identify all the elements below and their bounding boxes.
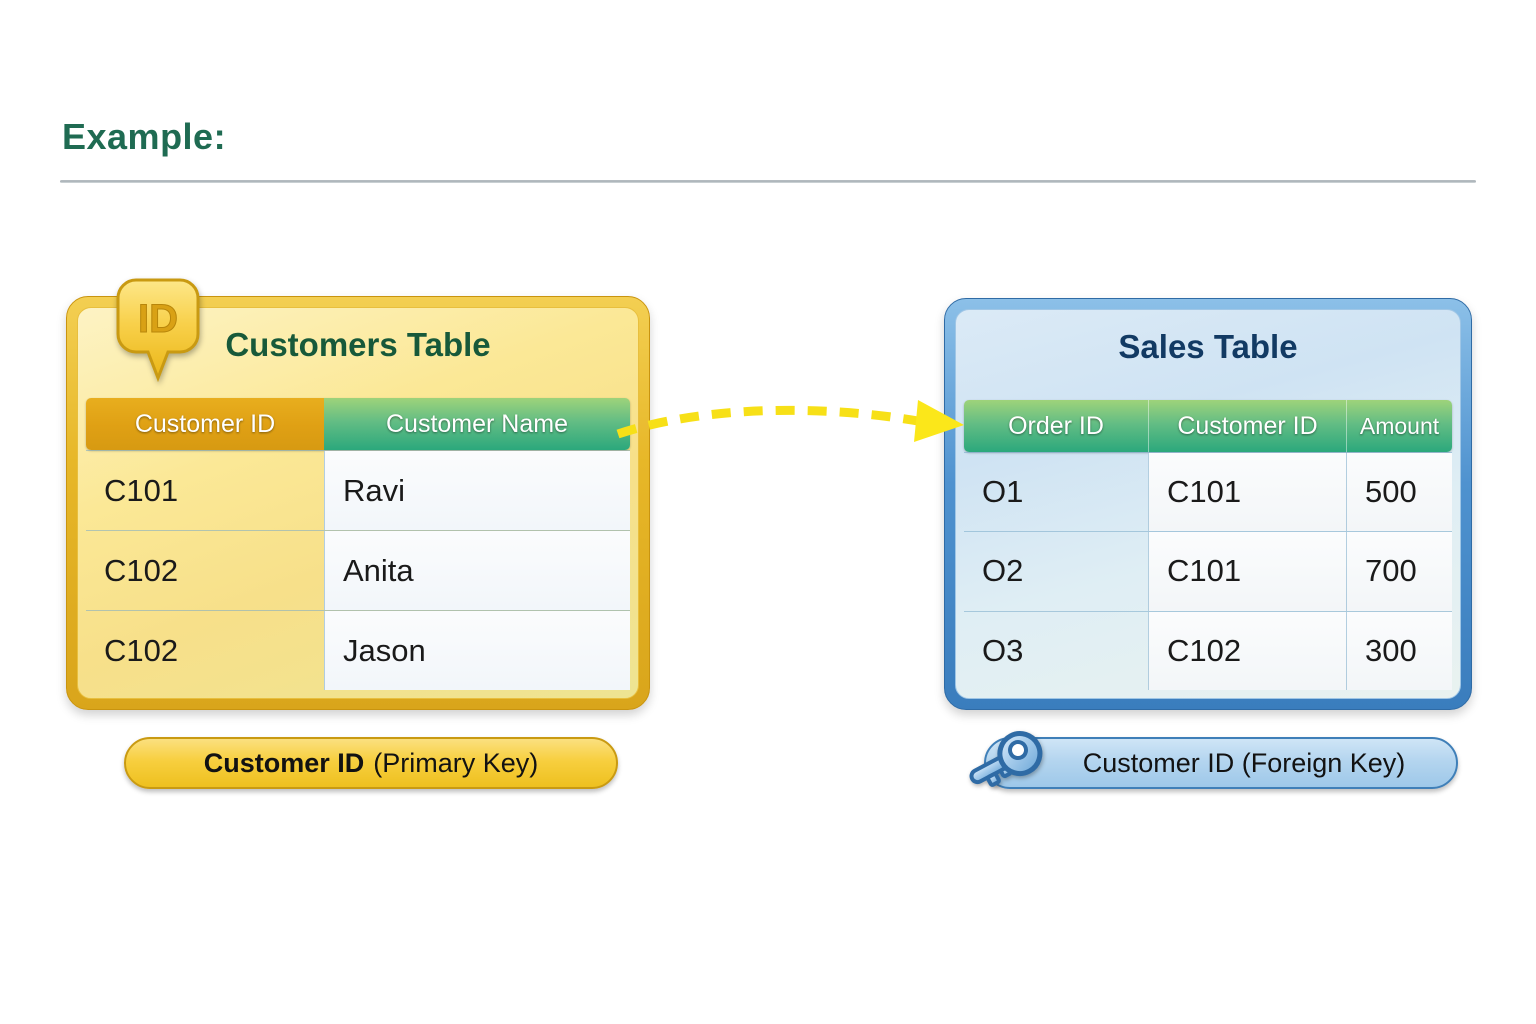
customers-card-inner: Customers Table Customer ID Customer Nam… [77, 307, 639, 699]
foreign-key-label: Customer ID (Foreign Key) [1082, 747, 1406, 778]
sales-card-inner: Sales Table Order ID Customer ID Amount … [955, 309, 1461, 699]
key-icon [969, 731, 1043, 787]
sales-table-title: Sales Table [1118, 328, 1298, 365]
cell-customer-id: C101 [104, 472, 179, 508]
sales-table-grid: Order ID Customer ID Amount O1 C101 500 … [964, 400, 1452, 690]
cell-customer-id: C101 [1148, 532, 1346, 611]
sales-header-row: Order ID Customer ID Amount [964, 400, 1452, 452]
dashed-arrow-icon [616, 400, 964, 442]
cell-amount: 300 [1346, 611, 1452, 690]
primary-key-note: (Primary Key) [373, 747, 539, 778]
customers-header-customer-name: Customer Name [324, 398, 630, 450]
svg-text:ID: ID [138, 297, 178, 341]
table-row: O1 C101 500 [964, 452, 1452, 532]
table-row: O3 C102 300 [964, 610, 1452, 690]
primary-key-caption: Customer ID (Primary Key) [124, 737, 618, 789]
sales-header-amount: Amount [1346, 400, 1452, 452]
table-row: O2 C101 700 [964, 531, 1452, 611]
cell-customer-name: Anita [324, 531, 630, 610]
cell-order-id: O2 [982, 553, 1024, 589]
cell-customer-id: C102 [1148, 611, 1346, 690]
id-badge-icon: ID [116, 278, 200, 382]
cell-customer-name: Ravi [324, 451, 630, 530]
cell-amount: 500 [1346, 453, 1452, 532]
cell-order-id: O1 [982, 474, 1024, 510]
table-row: C102 Jason [86, 610, 630, 690]
cell-order-id: O3 [982, 632, 1024, 668]
page-title: Example: [62, 116, 227, 157]
cell-customer-name: Jason [324, 611, 630, 690]
customers-table-grid: Customer ID Customer Name C101 Ravi C102… [86, 398, 630, 690]
cell-customer-id: C101 [1148, 453, 1346, 532]
customers-table-title: Customers Table [225, 326, 491, 363]
cell-amount: 700 [1346, 532, 1452, 611]
customers-table-card: Customers Table Customer ID Customer Nam… [66, 296, 650, 710]
customers-header-row: Customer ID Customer Name [86, 398, 630, 450]
sales-header-customer-id: Customer ID [1148, 400, 1346, 452]
primary-key-field: Customer ID [203, 747, 365, 778]
table-row: C102 Anita [86, 530, 630, 610]
sales-header-order-id: Order ID [964, 400, 1148, 452]
table-row: C101 Ravi [86, 450, 630, 530]
foreign-key-caption: Customer ID (Foreign Key) [984, 737, 1458, 789]
title-divider [60, 180, 1476, 183]
cell-customer-id: C102 [104, 552, 179, 588]
sales-table-card: Sales Table Order ID Customer ID Amount … [944, 298, 1472, 710]
customers-header-customer-id: Customer ID [86, 398, 324, 450]
cell-customer-id: C102 [104, 632, 179, 668]
